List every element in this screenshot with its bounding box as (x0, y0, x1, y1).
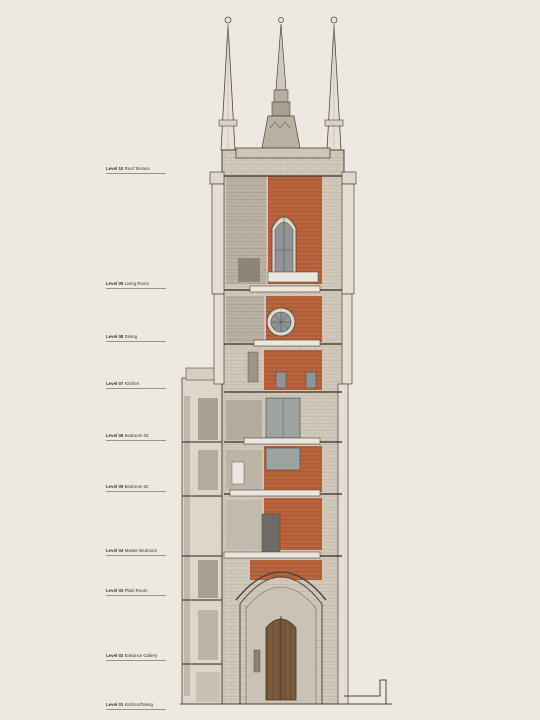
central-spire (261, 17, 301, 149)
level-05-line (106, 491, 166, 492)
level-06-line (106, 440, 166, 441)
level-05-code: Level 05 (106, 484, 124, 489)
sofa (267, 271, 319, 283)
level-05-label: Level 05 Bedroom 02 (106, 484, 166, 490)
level-01-label: Level 01 Kitchen/Dining (106, 702, 166, 708)
level-09-label: Level 09 Living Room (106, 281, 166, 287)
level-08-line (106, 341, 166, 342)
entrance-door (253, 616, 297, 701)
level-06-label: Level 06 Bedroom 03 (106, 433, 166, 439)
level-09-line (106, 288, 166, 289)
level-10-label: Level 10 Roof Terrace (106, 166, 166, 172)
level-03-label: Level 03 Plant Room (106, 588, 166, 594)
level-01-name: Kitchen/Dining (124, 702, 153, 707)
level-08-code: Level 08 (106, 334, 124, 339)
annex-wing (181, 367, 223, 705)
level-01-code: Level 01 (106, 702, 124, 707)
level-08-name: Dining (124, 334, 138, 339)
level-05-name: Bedroom 02 (124, 484, 149, 489)
level-10-code: Level 10 (106, 166, 124, 171)
level-07-line (106, 388, 166, 389)
level-04-code: Level 04 (106, 548, 124, 553)
slab-edges (223, 285, 321, 559)
level-01-line (106, 709, 166, 710)
level-04-name: Master Bedroom (124, 548, 158, 553)
lancet-window (271, 216, 297, 281)
level-08-label: Level 08 Dining (106, 334, 166, 340)
level-07-label: Level 07 Kitchen (106, 381, 166, 387)
level-10-line (106, 173, 166, 174)
bedroom-windows (231, 397, 301, 555)
level-02-code: Level 02 (106, 653, 124, 658)
level-03-line (106, 595, 166, 596)
rose-window (266, 307, 296, 337)
level-07-name: Kitchen (124, 381, 140, 386)
kitchen-windows (247, 351, 317, 389)
level-02-name: Entrance Gallery (124, 653, 158, 658)
level-03-code: Level 03 (106, 588, 124, 593)
level-06-name: Bedroom 03 (124, 433, 149, 438)
level-04-line (106, 555, 166, 556)
ground-line (180, 679, 392, 705)
level-10-name: Roof Terrace (124, 166, 150, 171)
level-09-name: Living Room (124, 281, 149, 286)
level-09-code: Level 09 (106, 281, 124, 286)
level-03-name: Plant Room (124, 588, 148, 593)
level-07-code: Level 07 (106, 381, 124, 386)
level-02-line (106, 660, 166, 661)
level-06-code: Level 06 (106, 433, 124, 438)
level-04-label: Level 04 Master Bedroom (106, 548, 166, 554)
level-02-label: Level 02 Entrance Gallery (106, 653, 166, 659)
right-pinnacle (324, 16, 344, 151)
left-pinnacle (218, 16, 238, 151)
